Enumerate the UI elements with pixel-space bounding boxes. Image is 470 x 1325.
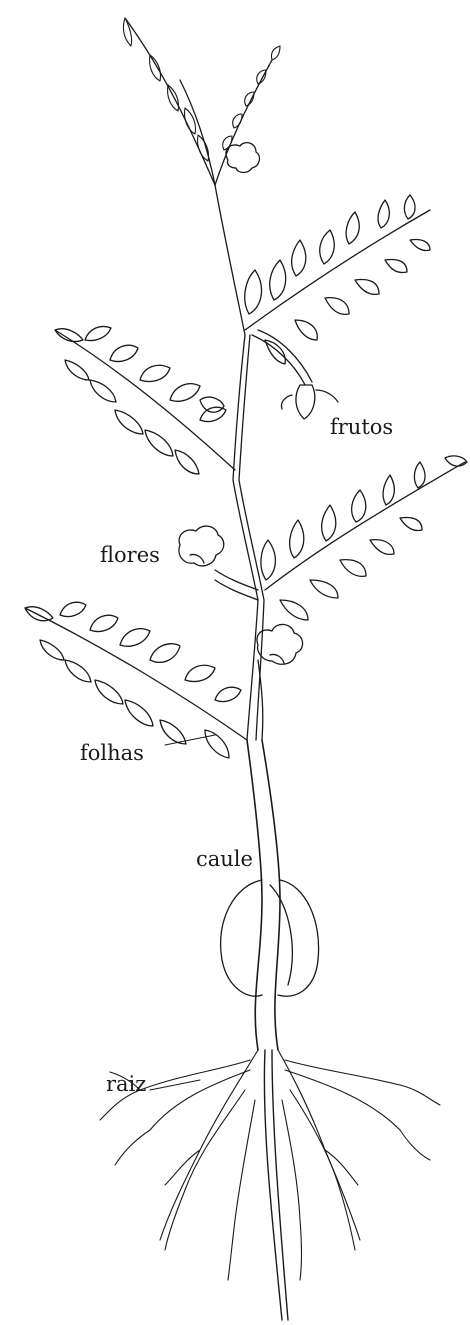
roots: [100, 1050, 440, 1320]
lower-stem: [247, 740, 280, 1050]
label-leaders: [150, 735, 215, 1090]
top-branch: [123, 18, 280, 185]
stem: [215, 185, 264, 740]
label-folhas: folhas: [80, 743, 144, 764]
fruits: [252, 330, 338, 419]
label-frutos: frutos: [330, 417, 393, 438]
label-flores: flores: [100, 545, 160, 566]
label-caule: caule: [196, 849, 253, 870]
flowers: [179, 526, 303, 740]
leaf-upper-right: [245, 195, 430, 364]
leaf-lower-left: [25, 602, 247, 758]
seed: [221, 880, 319, 996]
leaf-upper-left: [55, 327, 235, 475]
label-raiz: raiz: [106, 1074, 146, 1095]
leaf-middle-right: [261, 456, 467, 620]
